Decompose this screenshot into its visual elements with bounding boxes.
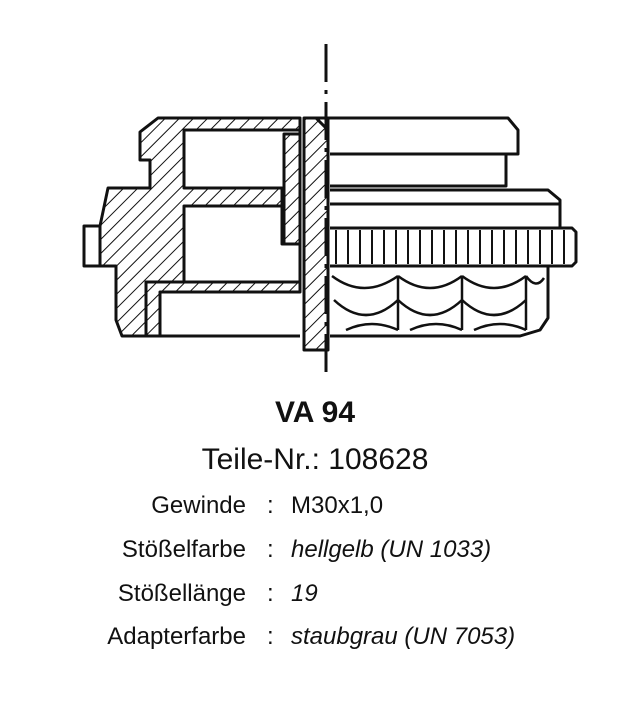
spec-row-adapter-color: Adapterfarbe : staubgrau (UN 7053) [0,622,630,652]
spec-row-plunger-color: Stößelfarbe : hellgelb (UN 1033) [0,535,630,565]
right-top-cap [328,116,520,188]
section-body-hatched [98,116,302,338]
spec-separator: : [267,580,274,607]
lower-ring-section [144,280,302,338]
grip-body [330,264,550,338]
spec-value: 19 [291,580,318,607]
spec-separator: : [267,623,274,650]
spec-label: Gewinde [151,492,246,519]
spec-value: hellgelb (UN 1033) [291,536,492,563]
spec-separator: : [267,536,274,563]
outer-flange-left [82,224,100,268]
adapter-technical-drawing [82,44,578,372]
part-number: Teile-Nr.: 108628 [201,443,429,476]
right-middle-step [330,188,562,230]
spec-label: Stößelfarbe [121,536,246,563]
web-section [282,132,302,246]
spec-row-thread: Gewinde : M30x1,0 [0,491,630,521]
spec-separator: : [267,492,274,519]
plunger-section-hatched [302,116,330,352]
spec-row-plunger-length: Stößellänge : 19 [0,579,630,609]
knurl-ticks [335,230,565,264]
product-title: VA 94 [274,396,356,429]
inner-bore-lower [184,204,302,282]
spec-value: staubgrau (UN 7053) [291,623,516,650]
spec-value: M30x1,0 [291,492,384,519]
spec-label: Adapterfarbe [107,623,246,650]
plunger-tip [304,116,330,132]
spec-label: Stößellänge [117,580,246,607]
grip-scallops [331,274,546,332]
